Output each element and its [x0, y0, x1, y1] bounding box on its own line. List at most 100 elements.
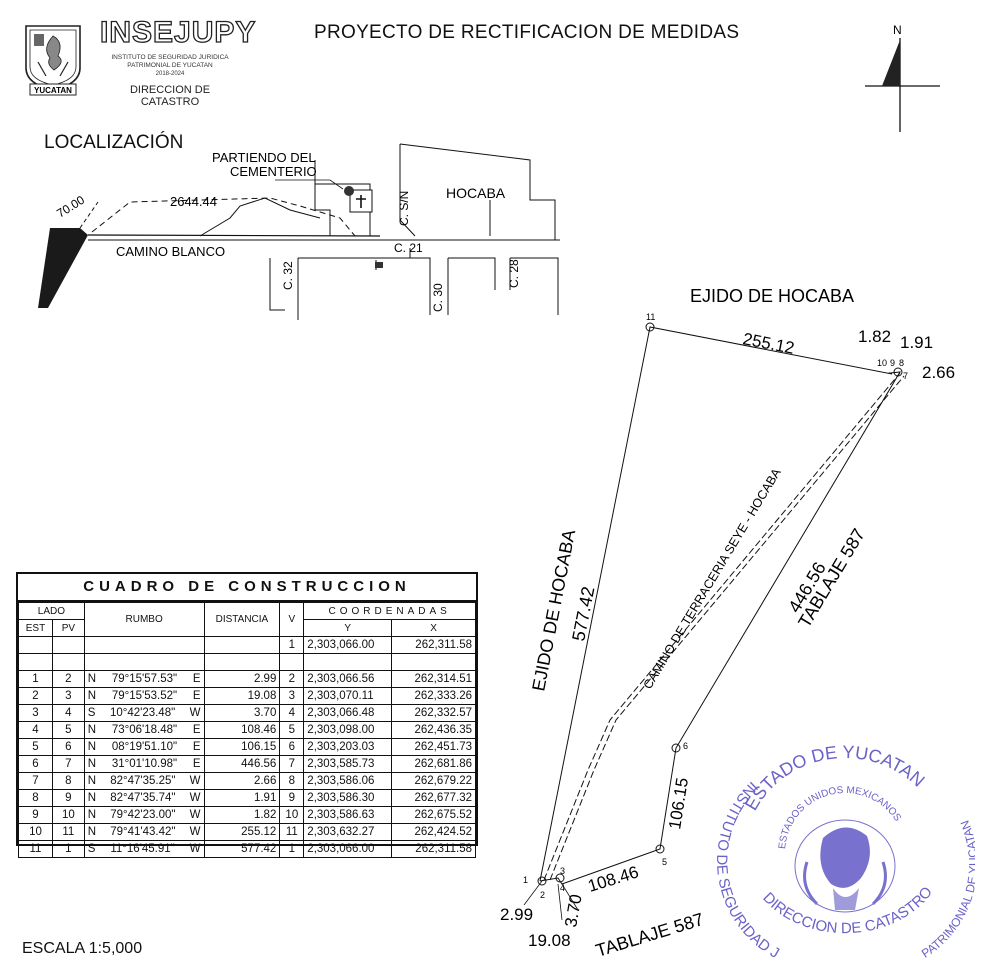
cell-rumbo-dir2: E [192, 741, 201, 753]
scale-label: ESCALA 1:5,000 [22, 940, 143, 957]
survey-plan: 11 10 9 8 7 6 5 1 2 3 4 EJIDO DE HOCABA … [500, 286, 955, 961]
cell-rumbo-dir2: E [192, 758, 201, 770]
cell-rumbo-angle: 82°47'35.25" [110, 775, 176, 787]
cell-distancia: 108.46 [203, 721, 281, 739]
header-rumbo: RUMBO [83, 602, 205, 637]
property-location-marker [38, 228, 88, 308]
cell-x: 262,311.58 [391, 840, 476, 858]
yucatan-coat-of-arms-logo: YUCATAN [25, 25, 81, 96]
header-pv: PV [51, 619, 85, 637]
cell-rumbo-dir2: E [192, 690, 201, 702]
header-coordenadas: COORDENADAS [303, 602, 476, 620]
cell-pv: 7 [51, 755, 85, 773]
cell-rumbo-dir1: N [87, 792, 97, 804]
vertex-label-3: 3 [560, 866, 565, 876]
cell-y: 2,303,098.00 [303, 721, 393, 739]
cell-est: 3 [18, 704, 53, 722]
first-vertex-y: 2,303,066.00 [303, 636, 393, 654]
cell-rumbo-angle: 79°42'23.00" [110, 809, 176, 821]
distance-255-12: 255.12 [741, 329, 796, 358]
cell-pv: 5 [51, 721, 85, 739]
cell-distancia: 19.08 [203, 687, 281, 705]
cell-rumbo-dir1: S [87, 707, 96, 719]
cell-rumbo-dir2: W [189, 843, 201, 855]
cell-rumbo-angle: 79°41'43.42" [110, 826, 176, 838]
cell-distancia: 2.66 [203, 772, 281, 790]
distance-106-15: 106.15 [665, 776, 692, 830]
cell-est: 9 [18, 806, 53, 824]
construction-table: CUADRO DE CONSTRUCCION LADO RUMBO DISTAN… [16, 572, 478, 858]
cell-rumbo-dir1: N [87, 673, 97, 685]
vertex-label-9: 9 [890, 358, 895, 368]
cell-v: 11 [279, 823, 305, 841]
cell-rumbo-dir2: W [189, 826, 201, 838]
header-x: X [391, 619, 476, 637]
cell-est: 11 [18, 840, 53, 858]
stamp-bottom-text: DIRECCION DE CATASTRO [759, 884, 936, 937]
cell-rumbo-angle: 73°06'18.48" [111, 724, 178, 736]
brand-years: 2018-2024 [155, 71, 185, 77]
cell-rumbo-dir1: N [87, 826, 97, 838]
cell-pv: 4 [51, 704, 85, 722]
cemetery-point-icon [344, 186, 354, 196]
street-label-30: C. 30 [431, 283, 445, 312]
official-seal-stamp: ESTADO DE YUCATAN INSTITUTO DE SEGURIDAD… [715, 738, 975, 962]
cell-rumbo-angle: 79°15'53.52" [111, 690, 178, 702]
distance-19-08: 19.08 [528, 931, 571, 950]
first-vertex-v: 1 [279, 636, 305, 654]
department-label: DIRECCION DE CATASTRO [100, 84, 240, 108]
header-distancia: DISTANCIA [203, 602, 281, 637]
svg-text:ESTADO DE YUCATAN: ESTADO DE YUCATAN [741, 742, 929, 814]
cell-distancia: 106.15 [203, 738, 281, 756]
cell-x: 262,314.51 [391, 670, 476, 688]
cemetery-cross-icon [356, 195, 366, 208]
street-label-32: C. 32 [281, 261, 295, 290]
vertex-label-10: 10 [877, 358, 887, 368]
cell-y: 2,303,066.48 [303, 704, 393, 722]
cell-v: 6 [279, 738, 305, 756]
cell-pv: 9 [51, 789, 85, 807]
neighbor-south-label: TABLAJE 587 [593, 909, 706, 961]
street-label-28: C. 28 [507, 259, 521, 288]
cell-pv: 8 [51, 772, 85, 790]
north-label: N [893, 23, 902, 37]
neighbor-north-label: EJIDO DE HOCABA [690, 286, 854, 306]
header-v: V [279, 602, 305, 637]
cell-distancia: 255.12 [203, 823, 281, 841]
cell-distancia: 2.99 [203, 670, 281, 688]
vertex-label-11: 11 [646, 312, 655, 322]
cell-rumbo-angle: 82°47'35.74" [110, 792, 176, 804]
north-arrow: N [865, 23, 940, 132]
vertex-label-8: 8 [899, 358, 904, 368]
cell-rumbo-dir1: N [87, 775, 97, 787]
cell-rumbo-angle: 08°19'51.10" [111, 741, 178, 753]
cell-y: 2,303,066.00 [303, 840, 393, 858]
brand-title: INSEJUPY [99, 15, 257, 49]
cell-x: 262,332.57 [391, 704, 476, 722]
stamp-top-text: ESTADO DE YUCATAN [741, 742, 929, 814]
mexican-eagle-emblem-icon [794, 819, 896, 913]
vertex-label-7: 7 [903, 371, 908, 381]
construction-table-grid: LADO RUMBO DISTANCIA V COORDENADAS EST P… [18, 602, 476, 858]
cell-est: 4 [18, 721, 53, 739]
cell-rumbo-angle: 79°15'57.53" [111, 673, 178, 685]
cell-x: 262,436.35 [391, 721, 476, 739]
svg-text:DIRECCION DE CATASTRO: DIRECCION DE CATASTRO [759, 884, 936, 937]
brand-subtitle: INSTITUTO DE SEGURIDAD JURIDICA PATRIMON… [100, 54, 240, 79]
location-title: LOCALIZACIÓN [44, 132, 184, 153]
distance-2-66: 2.66 [922, 363, 955, 382]
road-main-label: CAMINO BLANCO [116, 244, 225, 259]
vertex-label-6: 6 [683, 741, 688, 751]
cell-distancia: 577.42 [203, 840, 281, 858]
